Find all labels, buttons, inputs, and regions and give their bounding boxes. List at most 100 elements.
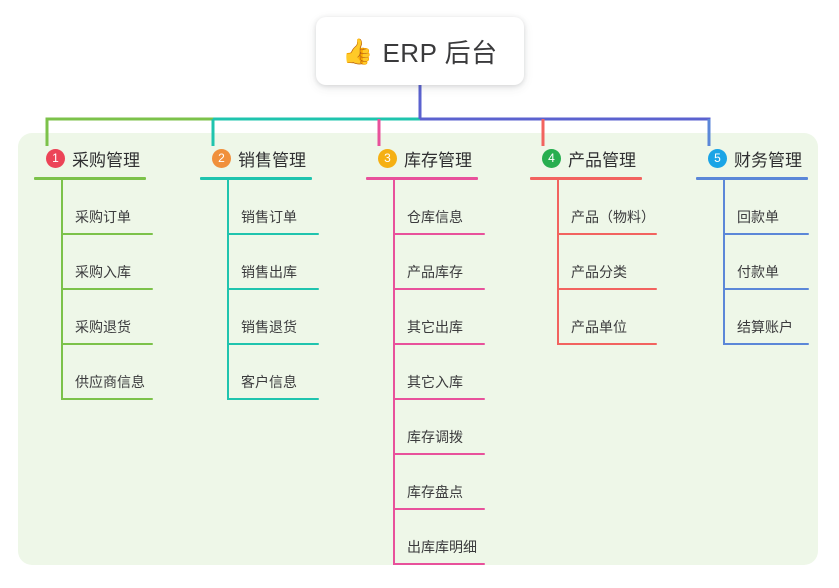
leaf-node[interactable]: 仓库信息 <box>393 180 485 235</box>
leaf-node-label: 采购退货 <box>75 319 131 335</box>
leaf-node-label: 销售出库 <box>241 264 297 280</box>
leaf-node-label: 客户信息 <box>241 374 297 390</box>
leaf-node-label: 库存盘点 <box>407 484 463 500</box>
leaf-node-rule <box>393 343 485 345</box>
leaf-node-label: 采购入库 <box>75 264 131 280</box>
leaf-node-rule <box>393 563 485 565</box>
root-node[interactable]: 👍 ERP 后台 <box>316 17 524 85</box>
branch-leaf-list-5: 回款单付款单结算账户 <box>696 180 809 345</box>
leaf-node-label: 出库库明细 <box>407 539 477 555</box>
leaf-node[interactable]: 其它出库 <box>393 290 485 345</box>
leaf-node-rule <box>61 233 153 235</box>
leaf-node[interactable]: 采购入库 <box>61 235 153 290</box>
leaf-node[interactable]: 回款单 <box>723 180 809 235</box>
leaf-node-label: 销售退货 <box>241 319 297 335</box>
leaf-node-rule <box>227 233 319 235</box>
branch-column-2: 2 销售管理销售订单销售出库销售退货客户信息 <box>200 146 319 400</box>
branch-badge-1: 1 <box>46 148 65 168</box>
branch-trunk-3 <box>393 180 395 565</box>
leaf-node-rule <box>723 343 809 345</box>
branch-header-3[interactable]: 3 库存管理 <box>366 146 478 170</box>
leaf-node-rule <box>723 233 809 235</box>
branch-leaf-list-2: 销售订单销售出库销售退货客户信息 <box>200 180 319 400</box>
branch-header-1[interactable]: 1 采购管理 <box>34 146 146 170</box>
leaf-node[interactable]: 销售出库 <box>227 235 319 290</box>
leaf-node[interactable]: 采购订单 <box>61 180 153 235</box>
leaf-node-rule <box>557 288 657 290</box>
branch-header-rule-1 <box>34 177 146 180</box>
leaf-node[interactable]: 销售退货 <box>227 290 319 345</box>
leaf-node-label: 库存调拨 <box>407 429 463 445</box>
leaf-node-label: 产品分类 <box>571 264 627 280</box>
branch-title-2: 销售管理 <box>238 150 306 170</box>
thumbs-up-icon: 👍 <box>342 36 374 66</box>
leaf-node-label: 仓库信息 <box>407 209 463 225</box>
root-node-content: 👍 ERP 后台 <box>342 33 497 70</box>
branch-column-3: 3 库存管理仓库信息产品库存其它出库其它入库库存调拨库存盘点出库库明细 <box>366 146 485 565</box>
leaf-node-label: 付款单 <box>737 264 779 280</box>
branch-trunk-2 <box>227 180 229 400</box>
branch-header-rule-2 <box>200 177 312 180</box>
leaf-node[interactable]: 出库库明细 <box>393 510 485 565</box>
branch-header-rule-5 <box>696 177 808 180</box>
leaf-node-rule <box>227 343 319 345</box>
leaf-node-rule <box>393 453 485 455</box>
branch-trunk-4 <box>557 180 559 345</box>
branch-title-1: 采购管理 <box>72 150 140 170</box>
leaf-node-rule <box>227 398 319 400</box>
root-node-label: ERP 后台 <box>382 37 498 68</box>
branch-leaf-list-3: 仓库信息产品库存其它出库其它入库库存调拨库存盘点出库库明细 <box>366 180 485 565</box>
branch-trunk-1 <box>61 180 63 400</box>
leaf-node[interactable]: 库存调拨 <box>393 400 485 455</box>
leaf-node[interactable]: 销售订单 <box>227 180 319 235</box>
leaf-node-label: 回款单 <box>737 209 779 225</box>
leaf-node-rule <box>393 398 485 400</box>
branch-leaf-list-4: 产品（物料） 产品分类产品单位 <box>530 180 657 345</box>
branch-header-5[interactable]: 5 财务管理 <box>696 146 808 170</box>
leaf-node[interactable]: 采购退货 <box>61 290 153 345</box>
branch-title-5: 财务管理 <box>734 150 802 170</box>
leaf-node[interactable]: 产品库存 <box>393 235 485 290</box>
leaf-node-label: 其它出库 <box>407 319 463 335</box>
leaf-node-rule <box>61 398 153 400</box>
leaf-node-label: 产品单位 <box>571 319 627 335</box>
leaf-node-rule <box>393 233 485 235</box>
branch-header-rule-3 <box>366 177 478 180</box>
leaf-node[interactable]: 产品（物料） <box>557 180 657 235</box>
leaf-node-label: 其它入库 <box>407 374 463 390</box>
leaf-node-label: 供应商信息 <box>75 374 145 390</box>
branch-trunk-5 <box>723 180 725 345</box>
leaf-node[interactable]: 付款单 <box>723 235 809 290</box>
branch-header-2[interactable]: 2 销售管理 <box>200 146 312 170</box>
leaf-node[interactable]: 其它入库 <box>393 345 485 400</box>
branch-badge-4: 4 <box>542 148 561 168</box>
leaf-node[interactable]: 供应商信息 <box>61 345 153 400</box>
leaf-node[interactable]: 库存盘点 <box>393 455 485 510</box>
branch-column-5: 5 财务管理回款单付款单结算账户 <box>696 146 809 345</box>
leaf-node-rule <box>557 233 657 235</box>
branch-column-1: 1 采购管理采购订单采购入库采购退货供应商信息 <box>34 146 153 400</box>
branch-leaf-list-1: 采购订单采购入库采购退货供应商信息 <box>34 180 153 400</box>
leaf-node[interactable]: 产品单位 <box>557 290 657 345</box>
leaf-node[interactable]: 产品分类 <box>557 235 657 290</box>
leaf-node-rule <box>61 288 153 290</box>
leaf-node-rule <box>723 288 809 290</box>
branch-badge-2: 2 <box>212 148 231 168</box>
leaf-node-rule <box>61 343 153 345</box>
leaf-node-label: 销售订单 <box>241 209 297 225</box>
branch-badge-3: 3 <box>378 148 397 168</box>
leaf-node-rule <box>393 508 485 510</box>
diagram-background-panel <box>18 133 818 565</box>
leaf-node-rule <box>227 288 319 290</box>
leaf-node[interactable]: 客户信息 <box>227 345 319 400</box>
leaf-node-label: 采购订单 <box>75 209 131 225</box>
branch-header-rule-4 <box>530 177 642 180</box>
leaf-node-label: 结算账户 <box>737 319 793 335</box>
branch-title-3: 库存管理 <box>404 150 472 170</box>
leaf-node-label: 产品库存 <box>407 264 463 280</box>
branch-badge-5: 5 <box>708 148 727 168</box>
leaf-node[interactable]: 结算账户 <box>723 290 809 345</box>
